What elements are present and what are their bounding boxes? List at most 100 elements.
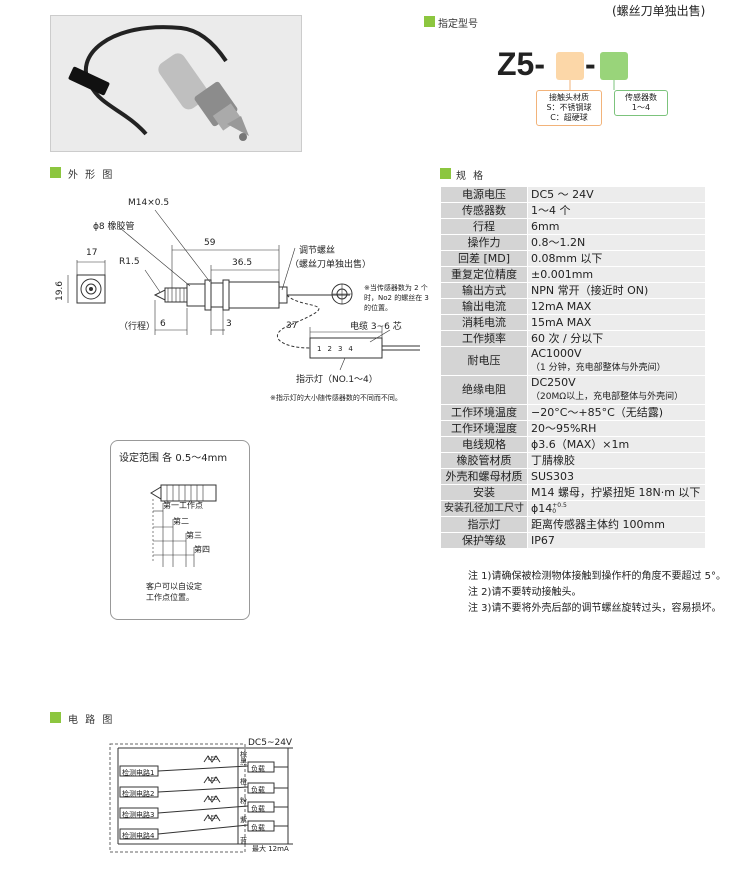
model-code-separator: - — [585, 46, 596, 82]
spec-key: 安装 — [440, 484, 528, 501]
setting-range-diagram — [150, 484, 217, 567]
hole-tol-plus: +0.5 — [552, 501, 567, 509]
wire-brown: 棕 — [240, 751, 247, 759]
spec-key: 工作环境湿度 — [440, 420, 528, 437]
wire-purple: 紫 — [240, 816, 247, 824]
point-4: 第四 — [194, 545, 210, 554]
led-2: LED — [208, 777, 218, 783]
count-note: 传感器数 1～4 — [614, 90, 668, 116]
wire-colors: 棕 — [240, 745, 247, 765]
load-3: 负载 — [251, 805, 265, 813]
spec-key: 保护等级 — [440, 532, 528, 549]
detect-circuit-3: 检测电路3 — [122, 811, 155, 819]
setting-range-box: 设定范围 各 0.5～4mm 第一工作点 第二 第三 第四 客户可以自设定 工作… — [110, 440, 250, 620]
adjust-sublabel: （螺丝刀单独出售） — [290, 260, 372, 270]
wire-blue: 蓝 — [240, 837, 247, 845]
spec-key: 重复定位精度 — [440, 266, 528, 283]
screwdriver-note: (螺丝刀单独出售) — [612, 4, 706, 18]
lamp-numbers: 1 2 3 4 — [317, 345, 353, 353]
spec-value: 0.08mm 以下 — [527, 250, 706, 267]
cable-label: 电缆 3~6 芯 — [350, 322, 402, 332]
spec-value: 6mm — [527, 218, 706, 235]
detect-circuit-2: 检测电路2 — [122, 790, 155, 798]
dim-17: 17 — [86, 248, 98, 258]
circuit-section-marker — [50, 712, 61, 723]
dim-37: 37 — [286, 321, 298, 331]
wire-black: 黑 — [240, 758, 247, 766]
material-note: 接触头材质 S：不锈钢球 C：超硬球 — [536, 90, 602, 126]
count-title: 传感器数 — [625, 93, 657, 102]
material-code-box — [556, 52, 584, 80]
spec-key: 操作力 — [440, 234, 528, 251]
dim-tube: ϕ8 橡胶管 — [93, 222, 135, 232]
product-photo — [50, 15, 302, 152]
note-2: 注 2)请不要转动接触头。 — [468, 587, 582, 598]
setting-range-title: 设定范围 各 0.5～4mm — [119, 453, 228, 464]
spec-key: 耐电压 — [440, 346, 528, 376]
point-1: 第一工作点 — [163, 501, 203, 510]
material-title: 接触头材质 — [549, 93, 589, 102]
adjust-label: 调节螺丝 — [299, 246, 336, 256]
spec-key: 电线规格 — [440, 436, 528, 453]
spec-section-title: 规 格 — [456, 171, 486, 182]
spec-notes: 注 1)请确保被检测物体接触到操作杆的角度不要超过 5°。 注 2)请不要转动接… — [468, 569, 726, 617]
spec-key: 工作频率 — [440, 330, 528, 347]
spec-value: 60 次 / 分以下 — [527, 330, 706, 347]
spec-value: ϕ3.6（MAX）×1m — [527, 436, 706, 453]
lamp-2: 2 — [327, 345, 332, 353]
count-code-box — [600, 52, 628, 80]
note-1: 注 1)请确保被检测物体接触到操作杆的角度不要超过 5°。 — [468, 571, 726, 582]
spec-value: 丁腈橡胶 — [527, 452, 706, 469]
load-1: 负载 — [251, 765, 265, 773]
table-row: 回差 [MD]0.08mm 以下 — [440, 250, 706, 267]
adjust-note: ※当传感器数为 2 个 时，No2 的螺丝在 3 的位置。 — [364, 283, 434, 313]
spec-key: 电源电压 — [440, 186, 528, 203]
insulation-value: DC250V — [531, 376, 576, 389]
spec-key: 消耗电流 — [440, 314, 528, 331]
spec-key: 传感器数 — [440, 202, 528, 219]
material-c: C：超硬球 — [550, 113, 588, 122]
outline-drawing — [67, 209, 420, 371]
hole-value: ϕ14 — [531, 501, 553, 515]
outline-section-title: 外 形 图 — [68, 170, 115, 181]
spec-value: 20～95%RH — [527, 420, 706, 437]
spec-key: 行程 — [440, 218, 528, 235]
circuit-diagram — [109, 743, 293, 853]
lamp-4: 4 — [348, 345, 353, 353]
dim-36-5: 36.5 — [232, 258, 253, 268]
count-range: 1～4 — [631, 103, 651, 112]
wire-pink: 粉 — [240, 797, 247, 805]
detect-circuit-4: 检测电路4 — [122, 832, 155, 840]
table-row: 绝缘电阻 DC250V （20MΩ以上，充电部整体与外壳间） — [440, 375, 706, 405]
setting-range-note: 客户可以自设定 工作点位置。 — [146, 581, 202, 603]
wire-orange: 橙 — [240, 778, 247, 786]
spec-value: 0.8～1.2N — [527, 234, 706, 251]
led-4: LED — [208, 815, 218, 821]
spec-value: NPN 常开（接近时 ON) — [527, 282, 706, 299]
indicator-note: ※指示灯的大小随传感器数的不同而不同。 — [270, 394, 402, 402]
spec-value: SUS303 — [527, 468, 706, 485]
spec-value: ±0.001mm — [527, 266, 706, 283]
material-s: S：不锈钢球 — [546, 103, 592, 112]
point-3: 第三 — [186, 531, 202, 540]
detect-circuit-1: 检测电路1 — [122, 769, 155, 777]
lamp-1: 1 — [317, 345, 322, 353]
supply-label: DC5~24V — [248, 738, 293, 748]
setting-range-note-1: 客户可以自设定 — [146, 582, 202, 591]
adjust-note-line1: ※当传感器数为 2 个 — [364, 284, 428, 292]
spec-value: AC1000V （1 分钟，充电部整体与外壳间） — [527, 346, 706, 376]
spec-value: M14 螺母，拧紧扭矩 18N·m 以下 — [527, 484, 706, 501]
adjust-note-line2: 时，No2 的螺丝在 3 — [364, 294, 429, 302]
note-3: 注 3)请不要将外壳后部的调节螺丝旋转过头，容易损坏。 — [468, 603, 722, 614]
table-row: 耐电压 AC1000V （1 分钟，充电部整体与外壳间） — [440, 346, 706, 376]
